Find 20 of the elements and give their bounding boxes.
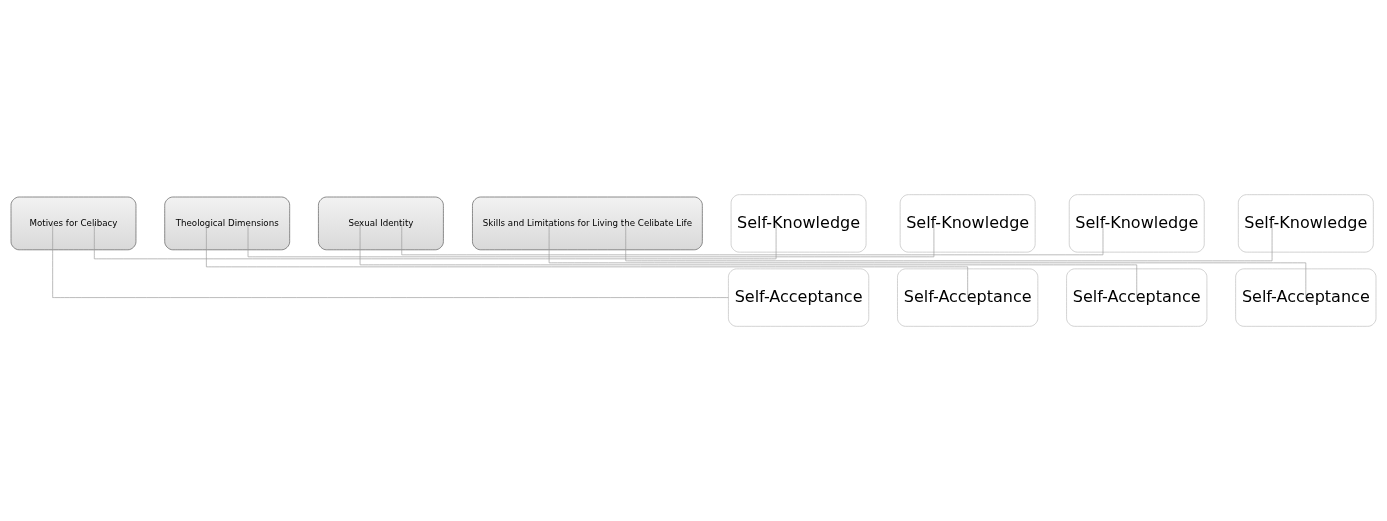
node-box: Self-Knowledge	[1068, 194, 1205, 253]
node-box: Self-Knowledge	[1238, 194, 1374, 253]
node-box: Skills and Limitations for Living the Celibate Life	[472, 196, 703, 251]
connector	[247, 223, 935, 258]
node-box: Sexual Identity	[318, 196, 444, 251]
node-box: Self-Acceptance	[1066, 268, 1208, 327]
node-box: Self-Acceptance	[1235, 268, 1377, 327]
connector	[359, 223, 1138, 298]
node-box: Self-Acceptance	[897, 268, 1039, 327]
node-box: Self-Acceptance	[728, 268, 870, 327]
connector	[548, 223, 1307, 298]
connector	[401, 223, 1104, 256]
node-box: Motives for Celibacy	[10, 196, 137, 251]
connector	[206, 223, 968, 298]
node-box: Self-Knowledge	[899, 194, 1036, 253]
connector	[625, 223, 1273, 262]
connector	[94, 223, 777, 260]
node-box: Theological Dimensions	[164, 196, 290, 251]
node-box: Self-Knowledge	[730, 194, 867, 253]
connector	[52, 223, 729, 298]
